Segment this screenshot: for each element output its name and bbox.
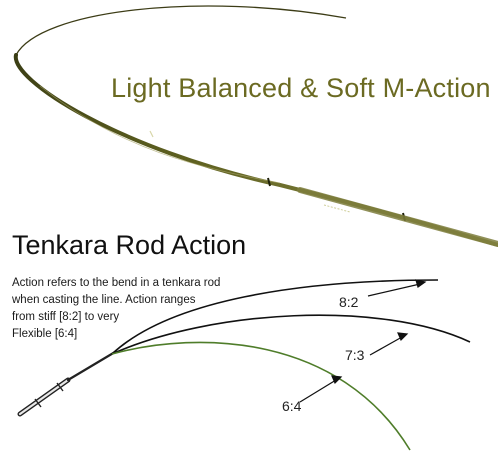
arrow-7-3	[369, 332, 409, 356]
handle-ring	[56, 382, 64, 392]
rod-action-diagram	[17, 279, 471, 451]
rod-lower-blank	[66, 350, 117, 382]
label-8-2: 8:2	[339, 294, 359, 310]
description-line: when casting the line. Action ranges	[12, 294, 196, 306]
description-line: Action refers to the bend in a tenkara r…	[12, 277, 221, 289]
action-curve-6-4	[111, 341, 411, 451]
rod-blank-highlight	[39, 85, 281, 184]
action-description: Action refers to the bend in a tenkara r…	[12, 275, 221, 343]
rod-butt-section	[297, 187, 498, 247]
label-6-4: 6:4	[282, 398, 302, 414]
handle-ring	[34, 398, 42, 408]
rod-butt-printing	[323, 204, 351, 213]
description-line: from stiff [8:2] to very	[12, 311, 120, 323]
tenkara-rod-photo	[13, 5, 498, 247]
rod-joint	[149, 130, 154, 138]
rod-handle-inner	[18, 378, 70, 416]
headline: Light Balanced & Soft M-Action	[111, 73, 491, 103]
rod-tip	[15, 5, 347, 56]
section-title: Tenkara Rod Action	[12, 230, 247, 260]
rod-joint	[267, 177, 271, 187]
action-curve-8-2	[111, 279, 439, 355]
arrow-6-4	[299, 375, 343, 403]
action-curve-7-3	[111, 314, 471, 355]
arrow-8-2	[367, 279, 427, 297]
description-line: Flexible [6:4]	[12, 328, 78, 340]
label-7-3: 7:3	[345, 347, 365, 363]
